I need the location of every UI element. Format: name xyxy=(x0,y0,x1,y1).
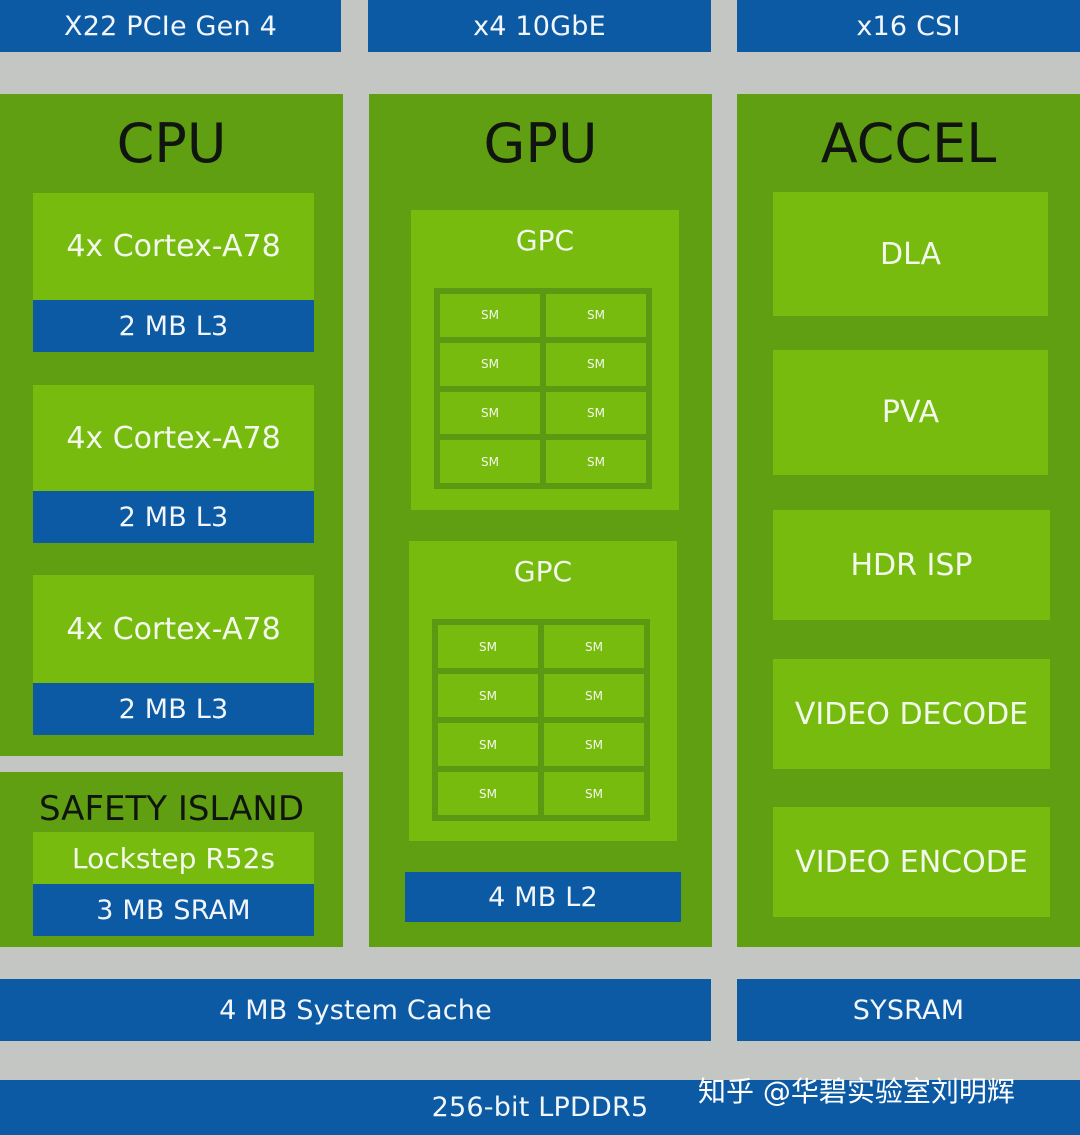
sm-unit: SM xyxy=(546,391,646,435)
sm-unit: SM xyxy=(438,625,538,668)
sm-unit: SM xyxy=(544,772,644,815)
sm-unit: SM xyxy=(438,723,538,766)
io-ethernet-label: x4 10GbE xyxy=(473,10,606,42)
accel-dla: DLA xyxy=(773,192,1048,316)
lpddr5-memory-bar: 256-bit LPDDR5 xyxy=(0,1080,1080,1135)
accel-title: ACCEL xyxy=(820,111,997,175)
gpc-block-1: GPC SM SM SM SM SM SM SM SM xyxy=(411,210,679,510)
safety-island-core: Lockstep R52s xyxy=(33,832,314,884)
sm-unit: SM xyxy=(438,674,538,717)
cpu-cluster-3-cache: 2 MB L3 xyxy=(33,683,314,735)
accel-video-decode: VIDEO DECODE xyxy=(773,659,1050,769)
safety-island-panel: SAFETY ISLAND Lockstep R52s 3 MB SRAM xyxy=(0,772,343,947)
io-pcie-bar: X22 PCIe Gen 4 xyxy=(0,0,341,52)
accel-video-encode: VIDEO ENCODE xyxy=(773,807,1050,917)
io-ethernet-bar: x4 10GbE xyxy=(368,0,711,52)
sm-unit: SM xyxy=(544,625,644,668)
cpu-cluster-1-cores: 4x Cortex-A78 xyxy=(33,193,314,300)
cpu-title: CPU xyxy=(116,111,227,175)
cpu-cluster-3-cores: 4x Cortex-A78 xyxy=(33,575,314,683)
sm-unit: SM xyxy=(440,342,540,386)
cpu-panel: CPU 4x Cortex-A78 2 MB L3 4x Cortex-A78 … xyxy=(0,94,343,756)
sm-unit: SM xyxy=(440,294,540,337)
gpc-block-2: GPC SM SM SM SM SM SM SM SM xyxy=(409,541,677,841)
gpu-title: GPU xyxy=(483,111,598,175)
gpu-panel: GPU GPC SM SM SM SM SM SM SM SM GPC SM S… xyxy=(369,94,712,947)
gpc-2-label: GPC xyxy=(513,555,573,588)
accel-pva: PVA xyxy=(773,350,1048,475)
gpu-l2-cache: 4 MB L2 xyxy=(405,872,681,922)
sm-unit: SM xyxy=(440,391,540,435)
sm-unit: SM xyxy=(544,674,644,717)
sm-unit: SM xyxy=(440,440,540,483)
cpu-cluster-2-cache: 2 MB L3 xyxy=(33,491,314,543)
gpc-1-label: GPC xyxy=(515,224,575,257)
sysram-bar: SYSRAM xyxy=(737,979,1080,1041)
watermark-text: 知乎 @华碧实验室刘明辉 xyxy=(698,1075,1015,1108)
io-csi-bar: x16 CSI xyxy=(737,0,1080,52)
sm-unit: SM xyxy=(546,342,646,386)
cpu-cluster-2-cores: 4x Cortex-A78 xyxy=(33,385,314,491)
safety-island-title: SAFETY ISLAND xyxy=(38,789,305,829)
gpc-1-sm-grid: SM SM SM SM SM SM SM SM xyxy=(434,288,652,489)
sm-unit: SM xyxy=(544,723,644,766)
gpc-2-sm-grid: SM SM SM SM SM SM SM SM xyxy=(432,619,650,821)
sm-unit: SM xyxy=(546,294,646,337)
system-cache-bar: 4 MB System Cache xyxy=(0,979,711,1041)
accel-panel: ACCEL DLA PVA HDR ISP VIDEO DECODE VIDEO… xyxy=(737,94,1080,947)
io-pcie-label: X22 PCIe Gen 4 xyxy=(64,10,277,42)
accel-hdr-isp: HDR ISP xyxy=(773,510,1050,620)
cpu-cluster-1-cache: 2 MB L3 xyxy=(33,300,314,352)
io-csi-label: x16 CSI xyxy=(856,10,961,42)
safety-island-sram: 3 MB SRAM xyxy=(33,884,314,936)
sm-unit: SM xyxy=(438,772,538,815)
sm-unit: SM xyxy=(546,440,646,483)
